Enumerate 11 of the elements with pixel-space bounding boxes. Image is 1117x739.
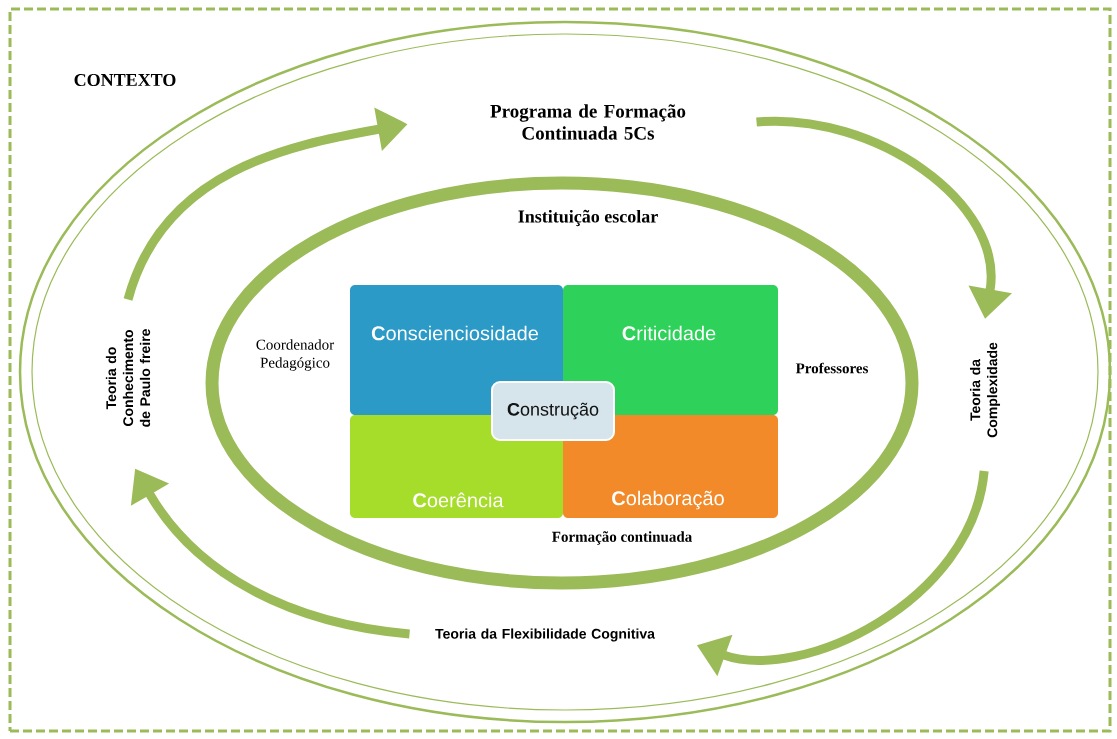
role-label: Professores bbox=[795, 362, 869, 374]
title-text: Programa de Formação Continuada 5Cs bbox=[490, 104, 686, 140]
heading: Formação continuada bbox=[552, 531, 692, 545]
theory-text: Teoria da Flexibilidade Cognitiva bbox=[435, 628, 656, 642]
role-label: Coordenador Pedagógico bbox=[256, 339, 335, 371]
tile: Coerência bbox=[350, 415, 563, 518]
heading: CONTEXTO bbox=[74, 73, 176, 87]
heading: Instituição escolar bbox=[518, 209, 658, 227]
tile: Construção bbox=[491, 381, 615, 441]
theory-text: Teoria do Conhecimento de Paulo freire bbox=[105, 329, 151, 427]
theory-text: Teoria da Complexidade bbox=[969, 342, 1000, 438]
